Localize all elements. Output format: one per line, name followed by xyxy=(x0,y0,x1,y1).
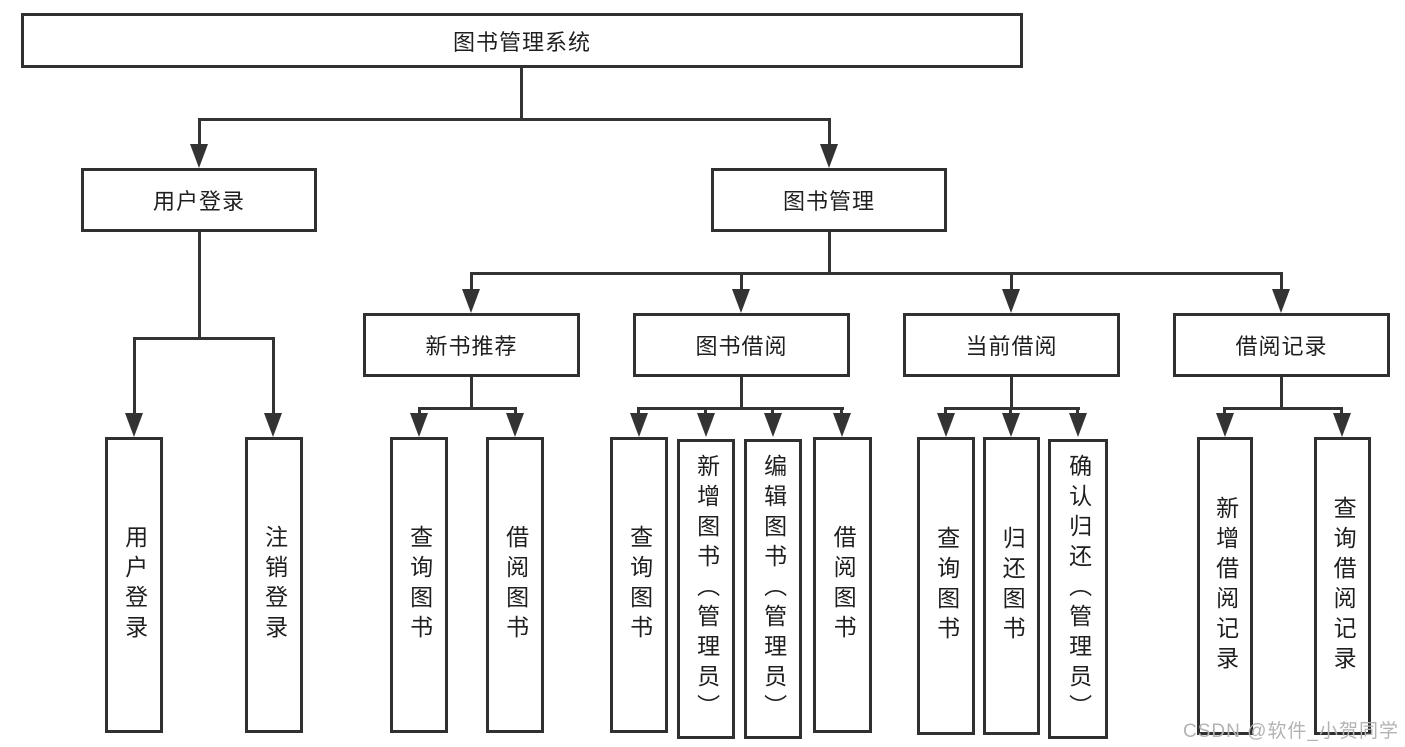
connector-line xyxy=(1010,272,1013,292)
node-borrow-records: 借阅记录 xyxy=(1173,313,1390,377)
connector-line xyxy=(272,337,275,415)
arrow-down-icon xyxy=(630,413,648,437)
connector-line xyxy=(637,407,640,416)
connector-line xyxy=(828,118,831,148)
arrow-down-icon xyxy=(1272,289,1290,313)
connector-line xyxy=(1340,407,1343,416)
connector-line xyxy=(418,407,421,416)
leaf-label: 新增借阅记录 xyxy=(1212,496,1239,676)
connector-line xyxy=(740,377,743,410)
arrow-down-icon xyxy=(1002,413,1020,437)
arrow-down-icon xyxy=(764,413,782,437)
arrow-down-icon xyxy=(937,413,955,437)
connector-line xyxy=(740,272,743,292)
leaf-label: 查询图书 xyxy=(626,525,653,645)
node-label: 新书推荐 xyxy=(425,334,518,359)
node-user-login: 用户登录 xyxy=(81,168,317,232)
arrow-down-icon xyxy=(190,144,208,168)
connector-line xyxy=(198,232,201,340)
connector-line xyxy=(1010,377,1013,410)
connector-line xyxy=(198,118,201,148)
connector-line xyxy=(1280,272,1283,292)
arrow-down-icon xyxy=(1216,413,1234,437)
leaf-query-books-recommend: 查询图书 xyxy=(390,437,448,733)
leaf-user-login: 用户登录 xyxy=(105,437,163,733)
arrow-down-icon xyxy=(833,413,851,437)
leaf-label: 用户登录 xyxy=(121,525,148,645)
node-label: 图书借阅 xyxy=(695,334,788,359)
node-current-borrow: 当前借阅 xyxy=(903,313,1120,377)
connector-line xyxy=(133,337,275,340)
connector-line xyxy=(470,272,473,292)
connector-line xyxy=(470,272,1283,275)
leaf-borrow-books: 借阅图书 xyxy=(813,437,872,733)
leaf-label: 归还图书 xyxy=(999,526,1026,646)
node-label: 图书管理系统 xyxy=(452,29,591,55)
arrow-down-icon xyxy=(264,413,282,437)
leaf-label: 确认归还（管理员） xyxy=(1065,454,1092,724)
connector-line xyxy=(1009,407,1012,416)
connector-line xyxy=(514,407,517,416)
leaf-query-books-borrow: 查询图书 xyxy=(610,437,668,733)
connector-line xyxy=(1223,407,1343,410)
connector-line xyxy=(840,407,843,416)
leaf-borrow-books-recommend: 借阅图书 xyxy=(486,437,544,733)
leaf-label: 查询图书 xyxy=(406,525,433,645)
leaf-add-books-admin: 新增图书（管理员） xyxy=(677,439,735,739)
leaf-query-borrow-record: 查询借阅记录 xyxy=(1314,437,1371,735)
leaf-add-borrow-record: 新增借阅记录 xyxy=(1197,437,1253,735)
node-label: 用户登录 xyxy=(152,189,245,214)
node-book-management: 图书管理 xyxy=(711,168,947,232)
leaf-edit-books-admin: 编辑图书（管理员） xyxy=(744,439,802,739)
connector-line xyxy=(704,407,707,416)
arrow-down-icon xyxy=(820,144,838,168)
csdn-watermark: CSDN @软件_小贺同学 xyxy=(1183,721,1399,742)
leaf-label: 编辑图书（管理员） xyxy=(760,454,787,724)
connector-line xyxy=(1280,377,1283,410)
arrow-down-icon xyxy=(410,413,428,437)
leaf-label: 查询图书 xyxy=(933,526,960,646)
connector-line xyxy=(828,232,831,275)
connector-line xyxy=(133,337,136,415)
node-new-book-recommend: 新书推荐 xyxy=(363,313,580,377)
arrow-down-icon xyxy=(1002,289,1020,313)
node-book-borrow: 图书借阅 xyxy=(633,313,850,377)
arrow-down-icon xyxy=(1069,413,1087,437)
leaf-logout: 注销登录 xyxy=(245,437,303,733)
leaf-confirm-return-admin: 确认归还（管理员） xyxy=(1048,439,1108,739)
connector-line xyxy=(771,407,774,416)
connector-line xyxy=(1076,407,1079,416)
connector-line xyxy=(418,407,517,410)
arrow-down-icon xyxy=(125,413,143,437)
leaf-label: 查询借阅记录 xyxy=(1330,496,1357,676)
leaf-label: 借阅图书 xyxy=(502,525,529,645)
connector-line xyxy=(198,118,831,121)
node-label: 借阅记录 xyxy=(1235,334,1328,359)
connector-line xyxy=(944,407,947,416)
node-label: 图书管理 xyxy=(782,189,875,214)
connector-line xyxy=(470,377,473,410)
arrow-down-icon xyxy=(462,289,480,313)
node-library-management-system: 图书管理系统 xyxy=(21,13,1023,68)
node-label: 当前借阅 xyxy=(965,334,1058,359)
connector-line xyxy=(520,66,523,120)
arrow-down-icon xyxy=(697,413,715,437)
arrow-down-icon xyxy=(506,413,524,437)
leaf-label: 借阅图书 xyxy=(830,525,857,645)
connector-line xyxy=(944,407,1080,410)
arrow-down-icon xyxy=(732,289,750,313)
connector-line xyxy=(637,407,844,410)
leaf-label: 注销登录 xyxy=(261,525,288,645)
arrow-down-icon xyxy=(1333,413,1351,437)
leaf-query-books-current: 查询图书 xyxy=(917,437,975,735)
leaf-label: 新增图书（管理员） xyxy=(693,454,720,724)
connector-line xyxy=(1223,407,1226,416)
leaf-return-books: 归还图书 xyxy=(983,437,1040,735)
